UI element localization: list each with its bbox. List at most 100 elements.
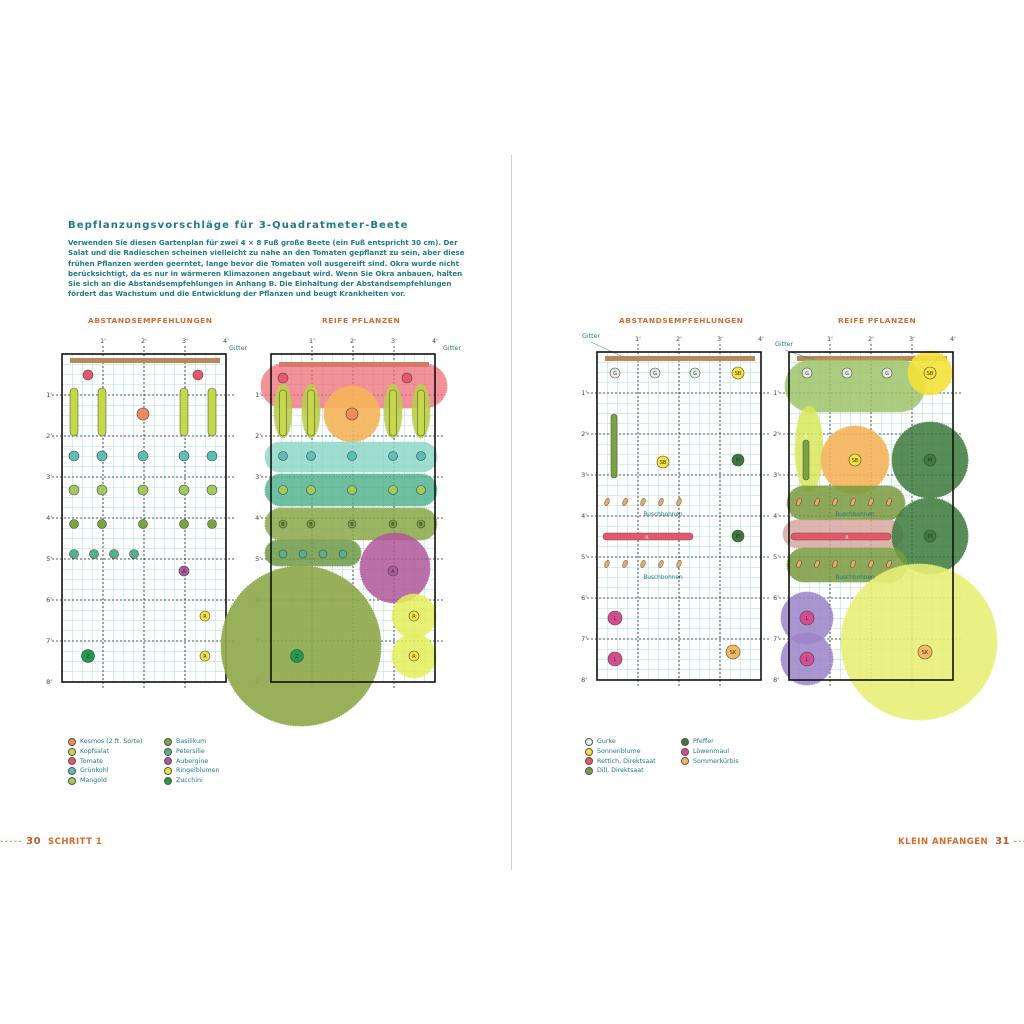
- bean-marker: [850, 559, 856, 569]
- side-tick-label: 8': [581, 676, 587, 684]
- plant-row-marker: [279, 389, 287, 437]
- trellis-pointer: [590, 341, 622, 357]
- plant-marker: [731, 453, 745, 467]
- plant-marker: [206, 484, 218, 496]
- plant-marker: [97, 519, 107, 529]
- plant-marker: [290, 649, 304, 663]
- side-tick-label: 3': [581, 471, 587, 479]
- top-tick-label: 2': [350, 337, 356, 345]
- plant-code: B: [281, 522, 285, 528]
- plant-marker: [179, 519, 189, 529]
- side-tick-label: 5': [581, 553, 587, 561]
- plant-marker: [69, 549, 79, 559]
- plant-marker: [881, 367, 893, 379]
- legend-label: Basilikum: [176, 738, 207, 745]
- bean-marker: [604, 559, 610, 569]
- legend-swatch: [681, 737, 689, 746]
- legend-swatch: [68, 767, 76, 776]
- plant-marker: [801, 367, 813, 379]
- plant-code: L: [806, 657, 809, 663]
- legend-swatch: [164, 777, 172, 786]
- legend-swatch: [681, 757, 689, 766]
- side-tick-label: 4': [773, 512, 779, 520]
- plant-code: A: [391, 569, 395, 575]
- plant-code: G: [845, 371, 849, 377]
- top-tick-label: 4': [223, 337, 229, 345]
- plant-marker: [416, 485, 426, 495]
- legend-item: Gurke: [585, 737, 681, 747]
- legend-item: Grünkohl: [68, 766, 164, 776]
- legend-swatch: [164, 767, 172, 776]
- legend-swatch: [585, 737, 593, 746]
- plant-code: D: [804, 434, 808, 440]
- bean-marker: [850, 497, 856, 507]
- plant-code: SB: [927, 371, 934, 377]
- plant-code: L: [614, 657, 617, 663]
- plant-marker: [207, 519, 217, 529]
- plant-marker: [199, 650, 211, 662]
- side-tick-label: 1': [581, 389, 587, 397]
- plant-code: R: [645, 535, 648, 541]
- legend-item: Pfeffer: [681, 737, 777, 747]
- plant-marker: [923, 529, 937, 543]
- legend-swatch: [681, 747, 689, 756]
- plant-marker: [347, 451, 357, 461]
- top-tick-label: 1': [635, 335, 641, 343]
- trellis-label: Gitter: [443, 345, 461, 352]
- plant-marker: [278, 451, 288, 461]
- bean-marker: [676, 559, 682, 569]
- heading-mature-left: REIFE PFLANZEN: [322, 316, 401, 325]
- bed-frame: [270, 353, 436, 683]
- trellis-label: Gitter: [582, 333, 600, 340]
- plant-row-marker: [179, 387, 189, 437]
- legend-item: Löwenmaul: [681, 747, 777, 757]
- page-number-right: 31: [995, 836, 1011, 847]
- bean-marker: [832, 559, 838, 569]
- bean-marker: [832, 497, 838, 507]
- side-tick-label: 3': [773, 471, 779, 479]
- bean-marker: [676, 497, 682, 507]
- bed-frame: [596, 351, 762, 681]
- top-tick-label: 4': [432, 337, 438, 345]
- top-tick-label: 4': [950, 335, 956, 343]
- bean-marker: [604, 497, 610, 507]
- plant-marker: [416, 451, 426, 461]
- plant-marker: [82, 369, 94, 381]
- legend-swatch: [68, 777, 76, 786]
- plant-marker: [192, 369, 204, 381]
- side-tick-label: 4': [255, 514, 261, 522]
- legend-swatch: [585, 757, 593, 766]
- legend-label: Petersilie: [176, 747, 205, 755]
- plant-code: A: [182, 569, 186, 575]
- mature-canopy: [220, 565, 382, 727]
- plant-marker: [129, 549, 139, 559]
- bean-label: Buschbohnen: [835, 512, 875, 518]
- bean-marker: [640, 559, 646, 569]
- mature-canopy: [786, 485, 906, 521]
- legend-label: Sonnenblume: [597, 747, 641, 755]
- plant-code: B: [419, 522, 423, 528]
- plant-marker: [607, 651, 623, 667]
- legend-label: Gurke: [597, 738, 616, 745]
- plant-marker: [841, 367, 853, 379]
- top-tick-label: 1': [309, 337, 315, 345]
- legend-item: Tomate: [68, 757, 164, 767]
- trellis-label: Gitter: [775, 341, 793, 348]
- trellis: [797, 356, 947, 361]
- plant-code: R: [203, 614, 207, 620]
- top-tick-label: 3': [909, 335, 915, 343]
- plant-marker: [345, 407, 359, 421]
- legend-swatch: [164, 737, 172, 746]
- side-tick-label: 7': [581, 635, 587, 643]
- side-tick-label: 8': [46, 678, 52, 686]
- plant-row-marker: [790, 532, 892, 541]
- top-tick-label: 2': [868, 335, 874, 343]
- plant-marker: [89, 549, 99, 559]
- plant-marker: [306, 451, 316, 461]
- legend-label: Aubergine: [176, 757, 209, 765]
- bed-frame: [788, 351, 954, 681]
- trellis-label: Gitter: [229, 345, 247, 352]
